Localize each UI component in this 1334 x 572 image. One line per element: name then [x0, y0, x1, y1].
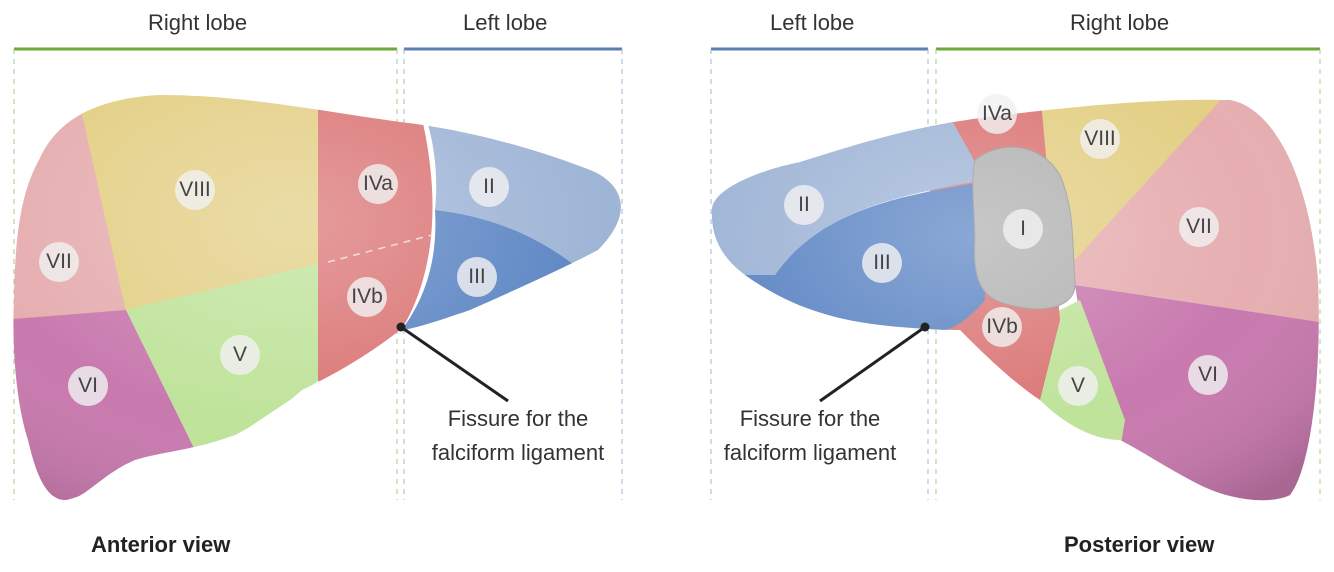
posterior-left-lobe-label: Left lobe: [770, 10, 855, 35]
segment-badge-I: I: [1003, 209, 1043, 249]
posterior-view-title: Posterior view: [1064, 532, 1215, 557]
segment-badge-VIII: VIII: [1080, 119, 1120, 159]
posterior-fissure-caption: Fissure for the falciform ligament: [700, 402, 920, 470]
segment-badge-IVa: IVa: [977, 94, 1017, 134]
segment-badge-VII: VII: [1179, 207, 1219, 247]
anterior-fissure-caption: Fissure for the falciform ligament: [408, 402, 628, 470]
segment-badge-II: II: [784, 185, 824, 225]
posterior-fissure-line1: Fissure for the: [739, 406, 881, 431]
ant-IVa-IVb-divider: [327, 234, 433, 263]
segment-badge-II: II: [469, 167, 509, 207]
segment-badge-IVa: IVa: [358, 164, 398, 204]
posterior-right-lobe-label: Right lobe: [1070, 10, 1170, 35]
segment-badge-III: III: [457, 257, 497, 297]
anterior-fissure-line1: Fissure for the: [447, 406, 589, 431]
segment-badge-V: V: [220, 335, 260, 375]
posterior-fissure-pointer: [819, 322, 930, 403]
segment-badge-IVb: IVb: [982, 307, 1022, 347]
anterior-right-lobe-label: Right lobe: [148, 10, 248, 35]
posterior-left-lobe-bracket: [710, 47, 929, 500]
posterior-fissure-line2: falciform ligament: [723, 440, 897, 465]
anterior-left-lobe-label: Left lobe: [463, 10, 548, 35]
segment-badge-VI: VI: [68, 366, 108, 406]
segment-badge-VIII: VIII: [175, 170, 215, 210]
posterior-right-lobe-bracket: [935, 47, 1321, 500]
anterior-left-lobe-bracket: [403, 47, 623, 500]
segment-badge-III: III: [862, 243, 902, 283]
anterior-fissure-pointer: [396, 322, 509, 403]
anterior-right-lobe-bracket: [13, 47, 398, 500]
segment-badge-V: V: [1058, 366, 1098, 406]
segment-badge-IVb: IVb: [347, 277, 387, 317]
segment-badge-VI: VI: [1188, 355, 1228, 395]
segment-badge-VII: VII: [39, 242, 79, 282]
anterior-view-title: Anterior view: [91, 532, 231, 557]
anterior-fissure-line2: falciform ligament: [431, 440, 605, 465]
